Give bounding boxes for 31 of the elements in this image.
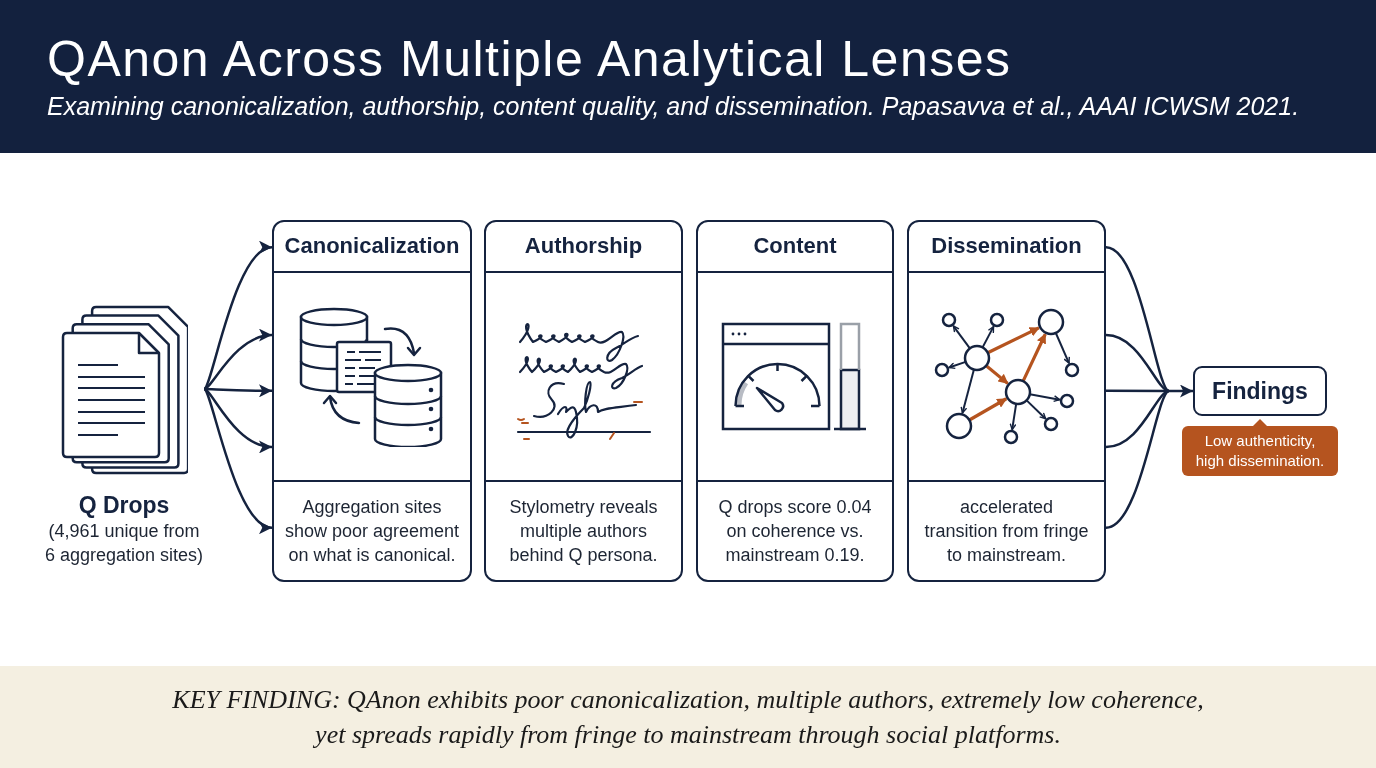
arrow — [203, 387, 273, 452]
arrow — [203, 388, 273, 531]
arrow — [203, 384, 272, 398]
panel-heading: Authorship — [486, 222, 681, 273]
key-finding-caption: KEY FINDING: QAnon exhibits poor canonicalization, multiple authors, extremely low coherence, yet spreads rapidly from fringe to mainstream through social platforms. — [171, 684, 1205, 751]
source-note: (4,961 unique from 6 aggregation sites) — [44, 520, 204, 567]
result-label: Findings — [1212, 377, 1308, 405]
panel-description: Aggregation sites show poor agreement on what is canonical. — [274, 480, 470, 580]
lens-panel — [484, 220, 683, 582]
lens-panel — [272, 220, 472, 582]
lens-panel — [696, 220, 894, 582]
panel-description: Q drops score 0.04 on coherence vs. mainstream 0.19. — [698, 480, 892, 580]
arrow — [203, 244, 273, 390]
connector-line — [1105, 389, 1170, 449]
subtitle-text: Examining canonicalization, authorship, content quality, and dissemination. Papasavva et al., AAAI ICWSM 2021. — [47, 91, 1300, 122]
callout-text: Low authenticity, high dissemination. — [1194, 431, 1326, 471]
panel-heading: Dissemination — [909, 222, 1104, 273]
panel-heading: Content — [698, 222, 892, 273]
panel-heading: Canonicalization — [274, 222, 470, 273]
panel-description: Stylometry reveals multiple authors behind Q persona. — [486, 480, 681, 580]
connector-line — [1105, 390, 1170, 529]
arrow — [203, 330, 273, 391]
connector-line — [1105, 333, 1170, 393]
connector-line — [1106, 389, 1169, 393]
lens-panel — [907, 220, 1106, 582]
panel-description: accelerated transition from fringe to mainstream. — [909, 480, 1104, 580]
connector-line — [1105, 245, 1170, 392]
arrow — [1169, 384, 1193, 398]
diagram-title: QAnon Across Multiple Analytical Lenses — [47, 31, 1012, 87]
source-title: Q Drops — [78, 492, 170, 519]
result-box — [1193, 366, 1327, 416]
